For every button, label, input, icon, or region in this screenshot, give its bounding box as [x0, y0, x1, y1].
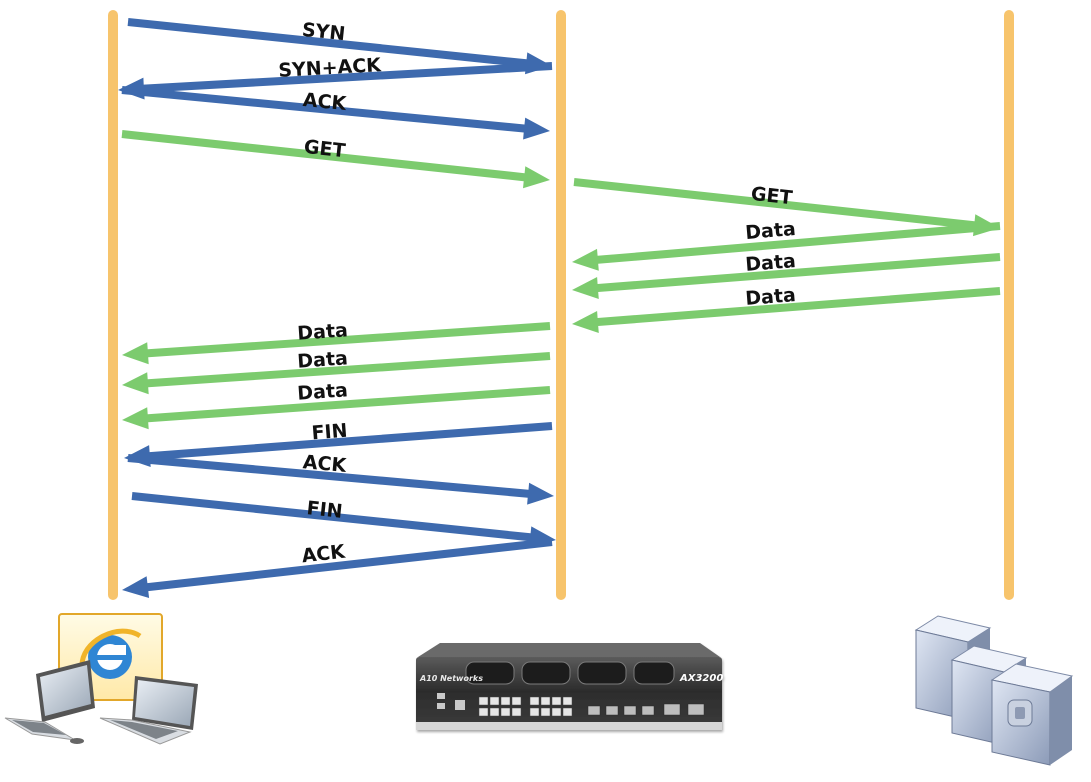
- message-label: Data: [297, 379, 349, 404]
- message-label: ACK: [302, 451, 348, 477]
- message-arrow-syn: [127, 18, 552, 75]
- message-arrow-data: [572, 253, 1001, 299]
- message-arrow-ack: [127, 454, 554, 505]
- ax3200-appliance-icon: A10 Networks AX3200: [416, 643, 723, 730]
- svg-text:AX3200: AX3200: [679, 673, 723, 684]
- message-arrow-data: [122, 386, 551, 430]
- message-label: Data: [745, 284, 797, 310]
- server-stack-icon: [914, 615, 1074, 766]
- message-label: Data: [745, 250, 797, 276]
- message-arrow-fin: [131, 492, 556, 549]
- message-label: SYN: [301, 19, 346, 45]
- message-label: GET: [303, 136, 347, 162]
- message-arrow-data: [572, 287, 1001, 333]
- laptop-left-icon: [4, 660, 95, 741]
- svg-text:A10 Networks: A10 Networks: [419, 674, 483, 683]
- message-arrow-get: [121, 130, 550, 189]
- message-arrow-ack: [122, 538, 553, 598]
- message-arrow-ack: [121, 86, 550, 140]
- message-arrow-syn-ack: [118, 62, 553, 100]
- message-arrow-data: [122, 322, 551, 365]
- message-label: FIN: [311, 420, 349, 445]
- message-label: ACK: [302, 89, 349, 115]
- internet-explorer-icon: [79, 628, 142, 679]
- message-arrow-data: [122, 352, 551, 395]
- laptops-with-browser-icon: [4, 613, 198, 745]
- message-arrow-get: [573, 178, 1000, 237]
- message-label: Data: [297, 319, 349, 344]
- message-label: GET: [750, 183, 794, 209]
- message-label: FIN: [306, 497, 344, 523]
- message-label: Data: [297, 347, 349, 372]
- message-arrow-fin: [124, 422, 553, 467]
- message-label: ACK: [301, 541, 348, 568]
- message-label: Data: [744, 218, 796, 244]
- laptop-right-icon: [70, 676, 198, 745]
- message-arrow-data: [572, 222, 1001, 271]
